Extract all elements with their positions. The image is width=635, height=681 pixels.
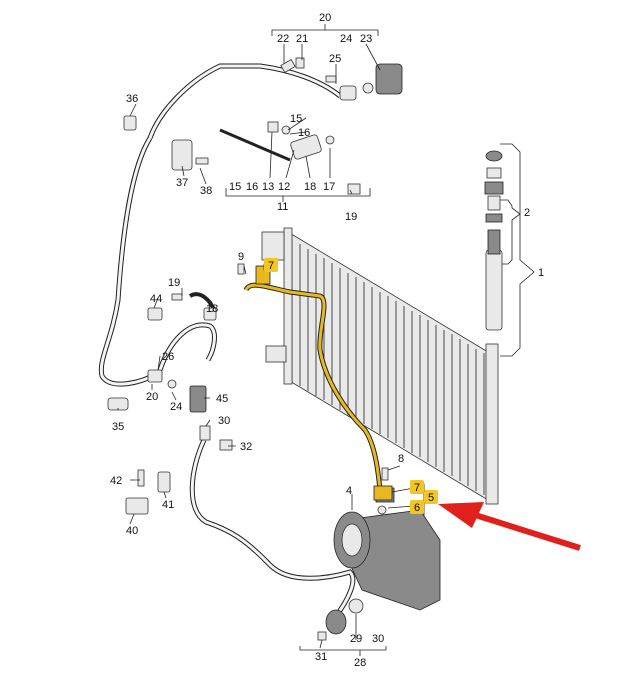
callout-7-bottom-highlight [410, 480, 424, 494]
callout-32: 32 [240, 441, 252, 453]
callout-29: 29 [350, 633, 362, 645]
callout-15-bottom: 15 [229, 181, 241, 193]
group-20-bracket [271, 24, 379, 36]
callout-12: 12 [278, 181, 290, 193]
callout-25: 25 [329, 53, 341, 65]
receiver-drier [484, 150, 504, 331]
callout-36: 36 [126, 93, 138, 105]
callout-20-top: 20 [319, 12, 331, 24]
group-28-bracket [299, 646, 387, 656]
callout-8: 8 [398, 453, 404, 465]
callout-11: 11 [277, 201, 288, 213]
callout-5-highlight [424, 490, 438, 504]
red-pointer-arrow [438, 502, 581, 551]
callout-23: 23 [360, 33, 372, 45]
callout-2: 2 [524, 207, 530, 219]
callout-26: 26 [162, 351, 174, 363]
callout-7-top: 7 [268, 260, 274, 272]
callout-18-left: 18 [206, 303, 218, 315]
leader-lines [117, 43, 415, 649]
callout-21: 21 [296, 33, 308, 45]
callout-6: 6 [414, 502, 420, 514]
callout-17: 17 [323, 181, 335, 193]
callout-7-bottom: 7 [414, 482, 420, 494]
condenser [261, 227, 499, 505]
callout-19-top: 19 [345, 211, 357, 223]
callout-13: 13 [262, 181, 274, 193]
suction-line-top [98, 63, 342, 387]
callout-22: 22 [277, 33, 289, 45]
callout-42: 42 [110, 475, 122, 487]
compressor [333, 487, 441, 611]
callout-5: 5 [428, 492, 434, 504]
callout-35: 35 [112, 421, 124, 433]
callout-45: 45 [216, 393, 228, 405]
callout-9: 9 [238, 251, 244, 263]
callout-7-top-highlight [264, 258, 278, 272]
callout-labels: 20 22 21 24 23 25 36 15 16 37 38 15 16 1… [110, 12, 544, 669]
group-11-bracket [225, 188, 371, 202]
callout-24-top: 24 [340, 33, 352, 45]
callout-24-left: 24 [170, 401, 182, 413]
small-parts [107, 57, 403, 641]
callout-4: 4 [346, 485, 352, 497]
callout-16-bottom: 16 [246, 181, 258, 193]
callout-44: 44 [150, 293, 162, 305]
callout-31: 31 [315, 651, 327, 663]
callout-37: 37 [176, 177, 188, 189]
callout-20-left: 20 [146, 391, 158, 403]
suction-line-lower [157, 292, 356, 618]
callout-40: 40 [126, 525, 138, 537]
callout-30-bottom: 30 [372, 633, 384, 645]
callout-16-top: 16 [298, 127, 310, 139]
group-1-bracket [500, 143, 535, 357]
callout-6-highlight [410, 500, 424, 514]
pressure-line-highlighted [243, 265, 393, 501]
callout-30-mid: 30 [218, 415, 230, 427]
callout-15-top: 15 [290, 113, 302, 125]
callout-28: 28 [354, 657, 366, 669]
callout-18: 18 [304, 181, 316, 193]
callout-41: 41 [162, 499, 174, 511]
callout-1: 1 [538, 267, 544, 279]
callout-38: 38 [200, 185, 212, 197]
callout-19-left: 19 [168, 277, 180, 289]
